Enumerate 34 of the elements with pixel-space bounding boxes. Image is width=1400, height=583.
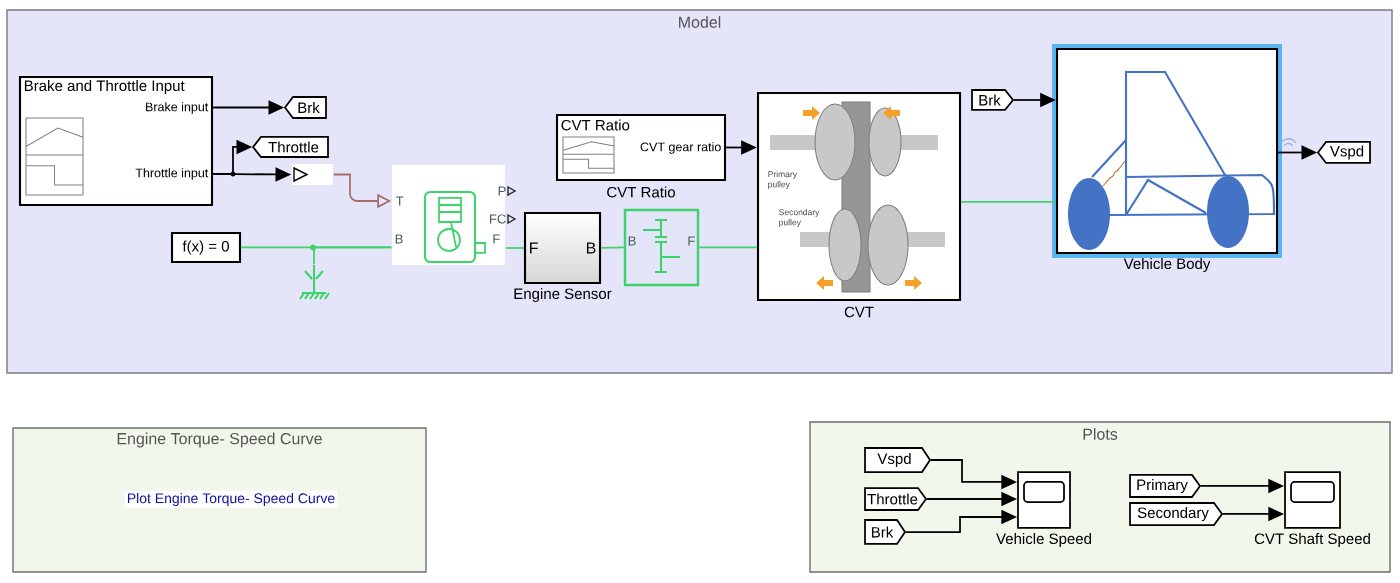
port-label: B xyxy=(586,242,596,254)
block-label: CVT xyxy=(844,306,874,318)
signal-tag: Brk xyxy=(864,519,907,545)
block-label: Engine Sensor xyxy=(514,288,612,302)
block-title: Brake and Throttle Input xyxy=(24,80,185,94)
connector xyxy=(960,201,1057,203)
port-label: Brake input xyxy=(146,102,209,114)
panel-title: Engine Torque- Speed Curve xyxy=(117,432,322,448)
port-label: F xyxy=(688,236,695,246)
block-text: f(x) = 0 xyxy=(182,240,229,255)
block-label: Vehicle Body xyxy=(1123,258,1211,272)
area-title: Model xyxy=(679,16,721,28)
signal-tag: Vspd xyxy=(864,447,932,473)
block-title: CVT Ratio xyxy=(561,119,630,131)
signal-tag: Brk xyxy=(971,89,1015,111)
connector xyxy=(504,247,525,249)
panel-title: Plots xyxy=(1083,428,1118,440)
connector xyxy=(698,246,758,249)
ground-symbol xyxy=(298,263,331,301)
port-label: B xyxy=(628,236,636,246)
picture-label: Secondary pulley xyxy=(779,208,820,228)
port-label: CVT gear ratio xyxy=(640,142,721,154)
block-label: CVT Ratio xyxy=(607,186,675,198)
signal-tag: Primary xyxy=(1129,474,1202,498)
connector xyxy=(313,246,393,266)
picture-label: Primary pulley xyxy=(768,170,797,190)
connector xyxy=(600,246,625,249)
port-label: Throttle input xyxy=(135,168,209,180)
port-block xyxy=(292,164,333,185)
signal-tag: Secondary xyxy=(1129,502,1224,526)
block-label: Vehicle Speed xyxy=(996,533,1091,547)
port-label: F xyxy=(530,242,538,254)
block-label: CVT Shaft Speed xyxy=(1254,533,1370,547)
signal-tag: Throttle xyxy=(864,487,928,511)
